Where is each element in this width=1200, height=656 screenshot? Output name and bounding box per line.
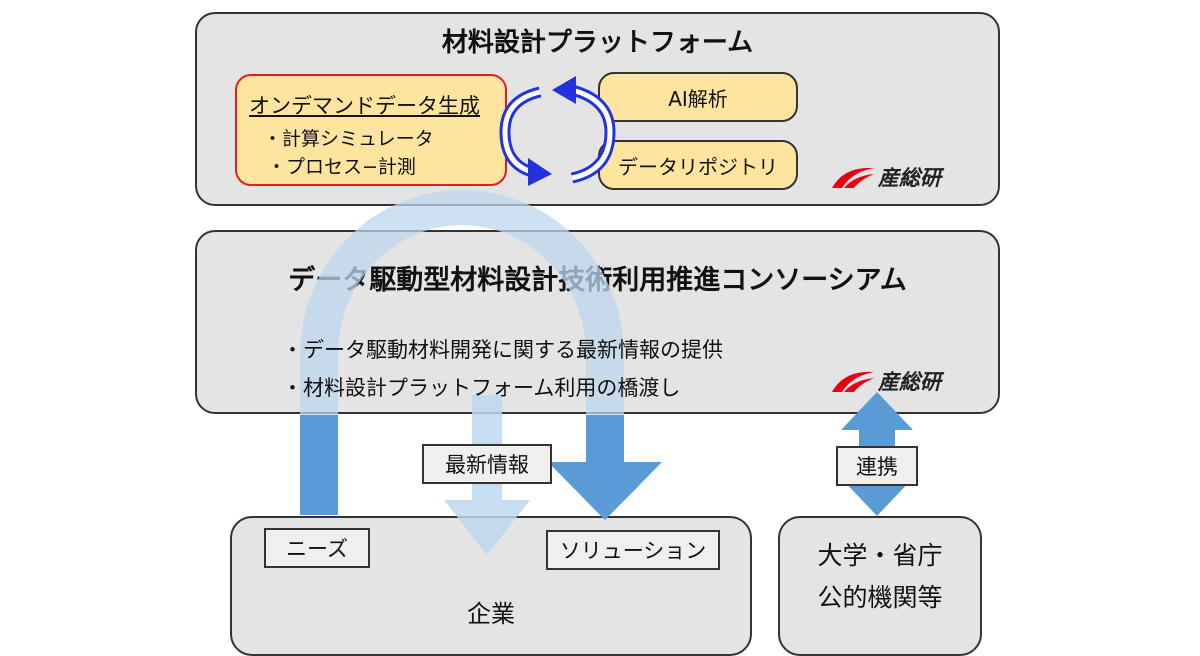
latest-info-label: 最新情報 bbox=[422, 444, 552, 484]
aist-logo-mark-icon bbox=[832, 371, 874, 392]
latest-info-text: 最新情報 bbox=[445, 453, 529, 477]
solution-label: ソリューション bbox=[546, 530, 720, 570]
consortium-bullet-bridge: ・材料設計プラットフォーム利用の橋渡し bbox=[282, 376, 681, 400]
needs-label: ニーズ bbox=[264, 528, 370, 568]
aist-logo-middle: 産総研 bbox=[830, 366, 941, 396]
solution-text: ソリューション bbox=[559, 539, 707, 563]
ai-analysis-label: AI解析 bbox=[668, 86, 728, 111]
solution-down-arrow bbox=[548, 415, 662, 520]
ai-analysis-box: AI解析 bbox=[598, 72, 798, 122]
ondemand-box: オンデマンドデータ生成 ・計算シミュレータ ・プロセス−計測 bbox=[235, 74, 507, 186]
academia-label-line1: 大学・省庁 bbox=[817, 541, 943, 570]
ondemand-item-process: ・プロセス−計測 bbox=[267, 156, 416, 178]
aist-logo-middle-text: 産総研 bbox=[878, 370, 941, 394]
needs-text: ニーズ bbox=[286, 537, 348, 561]
platform-title: 材料設計プラットフォーム bbox=[441, 28, 754, 58]
collaboration-text: 連携 bbox=[856, 455, 898, 479]
ondemand-item-simulator: ・計算シミュレータ bbox=[263, 128, 434, 150]
consortium-title: データ駆動型材料設計技術利用推進コンソーシアム bbox=[288, 265, 907, 296]
company-label: 企業 bbox=[467, 600, 515, 628]
data-repository-label: データリポジトリ bbox=[618, 154, 778, 179]
collaboration-label: 連携 bbox=[836, 446, 918, 486]
aist-logo-mark-icon bbox=[832, 167, 874, 188]
aist-logo-top-text: 産総研 bbox=[878, 166, 941, 190]
aist-logo-top: 産総研 bbox=[830, 162, 941, 192]
data-repository-box: データリポジトリ bbox=[598, 140, 798, 190]
needs-up-arrow bbox=[300, 415, 338, 515]
academia-label-line2: 公的機関等 bbox=[817, 583, 943, 612]
ondemand-heading: オンデマンドデータ生成 bbox=[249, 94, 480, 118]
consortium-bullet-info: ・データ駆動材料開発に関する最新情報の提供 bbox=[282, 338, 723, 362]
